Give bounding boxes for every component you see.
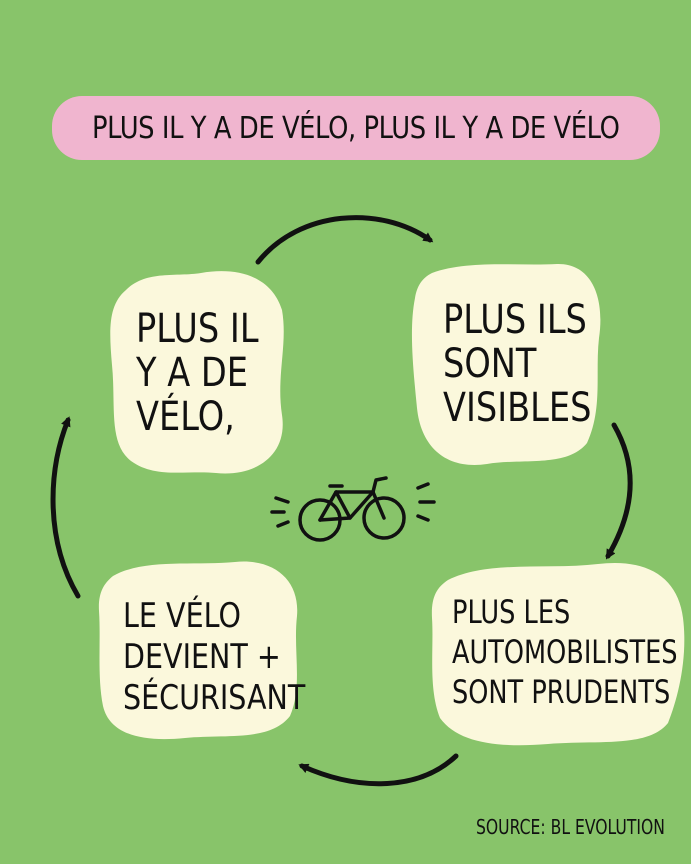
blob-shape (110, 271, 284, 474)
cycle-step-1: PLUS IL Y A DE VÉLO, (106, 265, 288, 480)
step-3-text: PLUS LES AUTOMOBILISTES SONT PRUDENTS (452, 593, 678, 711)
arrow-left (50, 416, 81, 599)
cycle-step-4: LE VÉLO DEVIENT + SÉCURISANT (95, 556, 305, 742)
banner: PLUS IL Y A DE VÉLO, PLUS IL Y A DE VÉLO (52, 96, 660, 160)
bicycle-icon (270, 476, 436, 542)
step-1-text: PLUS IL Y A DE VÉLO, (136, 306, 259, 440)
step-2-text: PLUS ILS SONT VISIBLES (443, 297, 592, 431)
step-4-text: LE VÉLO DEVIENT + SÉCURISANT (123, 596, 306, 718)
blob-shape (431, 562, 685, 746)
source-credit: SOURCE: BL EVOLUTION (476, 815, 665, 839)
arrow-top (255, 215, 434, 265)
cycle-step-2: PLUS ILS SONT VISIBLES (407, 258, 607, 468)
arrow-bottom (298, 753, 459, 787)
blob-shape (411, 263, 601, 465)
banner-title: PLUS IL Y A DE VÉLO, PLUS IL Y A DE VÉLO (92, 110, 620, 146)
arrow-right (605, 422, 633, 560)
cycle-step-3: PLUS LES AUTOMOBILISTES SONT PRUDENTS (428, 558, 690, 748)
blob-shape (98, 561, 298, 740)
